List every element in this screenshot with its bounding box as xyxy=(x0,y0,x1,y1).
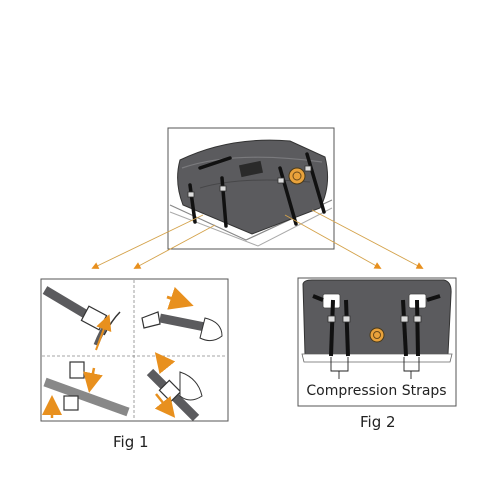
fig2-bag-body xyxy=(302,279,452,355)
strap-buckles xyxy=(187,165,312,198)
compression-straps-label: Compression Straps xyxy=(303,379,450,403)
fig2-brand-logo xyxy=(369,327,385,343)
top-handle-patch xyxy=(238,160,264,178)
fig1-caption: Fig 1 xyxy=(113,433,149,451)
fig1-step-1 xyxy=(42,286,121,351)
brand-logo xyxy=(288,167,306,185)
fig1-step-2 xyxy=(141,286,223,342)
fig1-panel xyxy=(40,278,229,422)
fig1-step-3 xyxy=(42,361,130,418)
fig2-bag-base xyxy=(301,353,453,363)
fig2-caption: Fig 2 xyxy=(360,413,396,431)
fig2-buckles xyxy=(327,315,422,323)
fig1-step-4 xyxy=(146,352,203,422)
overview-panel xyxy=(167,127,335,250)
pointer-lines xyxy=(91,209,424,269)
fig2-straps xyxy=(312,294,441,357)
roof-surface-edge xyxy=(169,207,333,247)
